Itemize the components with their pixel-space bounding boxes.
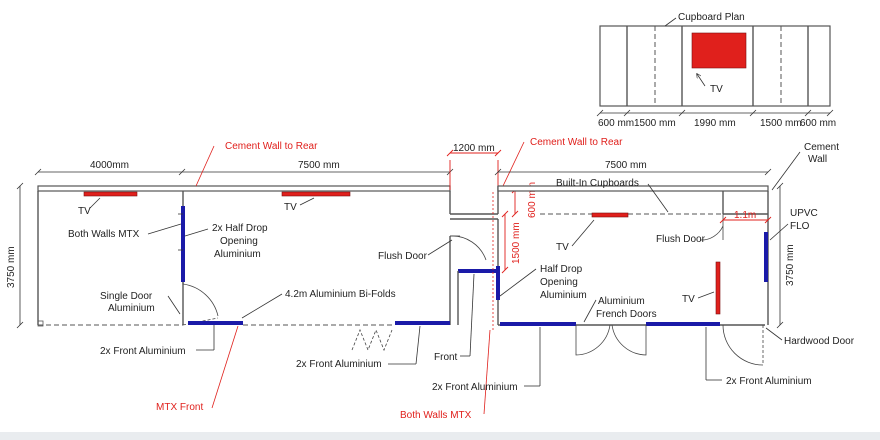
right-cement-wall-label: Cement Wall to Rear bbox=[530, 137, 623, 148]
left-dim-width-a: 4000mm bbox=[90, 160, 129, 171]
cupboard-tv-label: TV bbox=[710, 84, 723, 95]
right-upvc-2: FLO bbox=[790, 221, 810, 232]
middle-front-alu: 2x Front Aluminium bbox=[432, 382, 518, 393]
right-tv-b-label: TV bbox=[682, 294, 695, 305]
right-upvc-1: UPVC bbox=[790, 208, 818, 219]
middle-dim-1200: 1200 mm bbox=[453, 143, 495, 154]
left-front-alu-a: 2x Front Aluminium bbox=[100, 346, 186, 357]
middle-dim-1500: 1500 mm bbox=[511, 222, 522, 264]
right-built-in-label: Built-In Cupboards bbox=[556, 178, 639, 189]
left-half-drop-1: 2x Half Drop bbox=[212, 223, 268, 234]
middle-front-label: Front bbox=[434, 352, 458, 363]
left-tv-a-label: TV bbox=[78, 206, 91, 217]
right-dim-height: 3750 mm bbox=[785, 244, 796, 286]
middle-half-drop-1: Half Drop bbox=[540, 264, 583, 275]
left-unit: 4000mm 7500 mm 3750 mm TV TV Cement Wall… bbox=[6, 141, 498, 413]
cupboard-tv-icon bbox=[691, 32, 747, 69]
middle-dim-600: 600 mm bbox=[527, 182, 538, 218]
cupboard-dim-2: 1500 mm bbox=[634, 118, 676, 129]
cupboard-dim-1: 600 mm bbox=[598, 118, 634, 129]
left-mtx-front: MTX Front bbox=[156, 402, 203, 413]
left-dim-width-b: 7500 mm bbox=[298, 160, 340, 171]
cupboard-plan-title: Cupboard Plan bbox=[678, 12, 745, 23]
right-dim-width: 7500 mm bbox=[605, 160, 647, 171]
left-flush-door: Flush Door bbox=[378, 251, 428, 262]
cupboard-plan: TV Cupboard Plan 600 mm 1500 mm 1990 mm … bbox=[596, 12, 836, 129]
right-tv-b-icon bbox=[715, 261, 721, 315]
middle-half-drop-2: Opening bbox=[540, 277, 578, 288]
middle-both-walls-mtx: Both Walls MTX bbox=[400, 410, 472, 421]
left-single-door-2: Aluminium bbox=[108, 303, 155, 314]
right-french-doors-1: Aluminium bbox=[598, 296, 645, 307]
left-dim-height: 3750 mm bbox=[6, 246, 17, 288]
left-both-walls-mtx: Both Walls MTX bbox=[68, 229, 140, 240]
cupboard-dim-5: 600 mm bbox=[800, 118, 836, 129]
middle-half-drop-3: Aluminium bbox=[540, 290, 587, 301]
right-tv-a-label: TV bbox=[556, 242, 569, 253]
right-cement-wall-side-2: Wall bbox=[808, 154, 827, 165]
right-front-alu: 2x Front Aluminium bbox=[726, 376, 812, 387]
left-single-door-1: Single Door bbox=[100, 291, 153, 302]
right-french-doors-2: French Doors bbox=[596, 309, 657, 320]
right-cement-wall-side-1: Cement bbox=[804, 142, 839, 153]
left-half-drop-3: Aluminium bbox=[214, 249, 261, 260]
right-unit: Cement Wall to Rear 7500 mm 3750 mm Buil… bbox=[432, 137, 855, 393]
bottom-scrollbar[interactable] bbox=[0, 432, 880, 440]
right-dim-1-1m: 1.1m bbox=[734, 210, 756, 221]
right-hardwood-door: Hardwood Door bbox=[784, 336, 855, 347]
left-tv-b-icon bbox=[281, 191, 351, 197]
right-flush-door: Flush Door bbox=[656, 234, 706, 245]
left-front-alu-b: 2x Front Aluminium bbox=[296, 359, 382, 370]
left-tv-b-label: TV bbox=[284, 202, 297, 213]
left-bifolds-label: 4.2m Aluminium Bi-Folds bbox=[285, 289, 396, 300]
cupboard-dim-4: 1500 mm bbox=[760, 118, 802, 129]
left-tv-a-icon bbox=[83, 191, 138, 197]
left-cement-wall-label: Cement Wall to Rear bbox=[225, 141, 318, 152]
right-tv-a-icon bbox=[591, 212, 629, 218]
cupboard-dim-3: 1990 mm bbox=[694, 118, 736, 129]
left-half-drop-2: Opening bbox=[220, 236, 258, 247]
